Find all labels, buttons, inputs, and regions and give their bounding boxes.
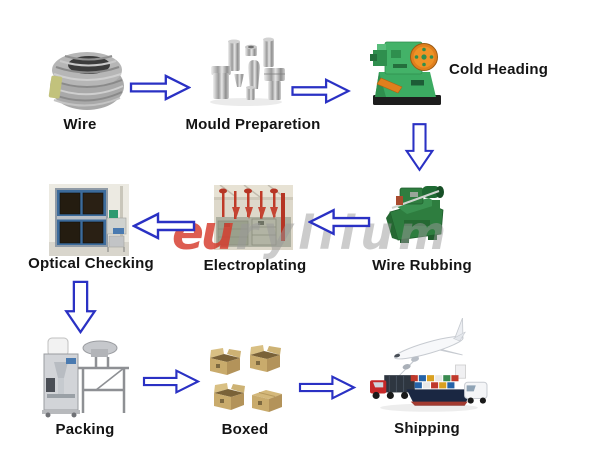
plane-truck-ship-icon <box>370 318 488 412</box>
shipping-image <box>370 318 488 415</box>
step-label-shipping: Shipping <box>394 420 460 437</box>
arrow-coldheading-to-wirerubbing <box>404 118 435 176</box>
truck-icon <box>370 375 415 400</box>
down-arrow-icon <box>64 280 97 334</box>
electroplating-plant-icon <box>214 185 293 250</box>
arrow-boxed-to-shipping <box>296 374 358 401</box>
mould-parts-image <box>204 36 288 108</box>
arrow-electroplating-to-optical <box>132 211 196 241</box>
arrow-wirerubbing-to-electroplating <box>308 207 371 237</box>
step-label-mould-preparetion: Mould Preparetion <box>185 116 321 133</box>
van-icon <box>464 381 488 404</box>
right-arrow-icon <box>129 74 191 101</box>
cold-heading-machine-image <box>369 30 445 112</box>
container-ship-icon <box>406 364 472 406</box>
step-label-electroplating: Electroplating <box>203 257 307 274</box>
airplane-icon <box>393 318 466 380</box>
step-label-cold-heading: Cold Heading <box>449 61 549 78</box>
mould-parts-icon <box>210 37 285 106</box>
cardboard-boxes-image <box>206 343 290 416</box>
step-label-wire-rubbing: Wire Rubbing <box>372 257 472 274</box>
arrow-wire-to-mould <box>129 73 191 102</box>
wire-coil-icon <box>48 52 124 110</box>
step-label-boxed: Boxed <box>221 421 269 438</box>
packing-machine-icon <box>42 337 129 418</box>
step-label-wire: Wire <box>63 116 97 133</box>
right-arrow-icon <box>298 374 357 401</box>
arrow-mould-to-coldheading <box>290 77 351 105</box>
cold-heading-machine-icon <box>370 41 441 105</box>
right-arrow-icon <box>142 368 201 395</box>
right-arrow-icon <box>291 77 351 105</box>
packing-machine-image <box>36 332 134 418</box>
left-arrow-icon <box>308 208 371 236</box>
down-arrow-icon <box>404 123 435 172</box>
optical-checking-machine-icon <box>49 184 129 256</box>
wire-rubbing-machine-icon <box>386 186 444 243</box>
electroplating-plant-image <box>214 185 293 250</box>
wire-rubbing-machine-image <box>382 176 456 248</box>
step-label-optical-checking: Optical Checking <box>28 255 154 272</box>
wire-coil-image <box>46 36 128 112</box>
arrow-optical-to-packing <box>62 280 99 334</box>
optical-checking-machine-image <box>49 184 129 256</box>
arrow-packing-to-boxed <box>141 368 201 395</box>
left-arrow-icon <box>132 212 196 240</box>
step-label-packing: Packing <box>55 421 115 438</box>
cardboard-boxes-icon <box>210 345 282 412</box>
